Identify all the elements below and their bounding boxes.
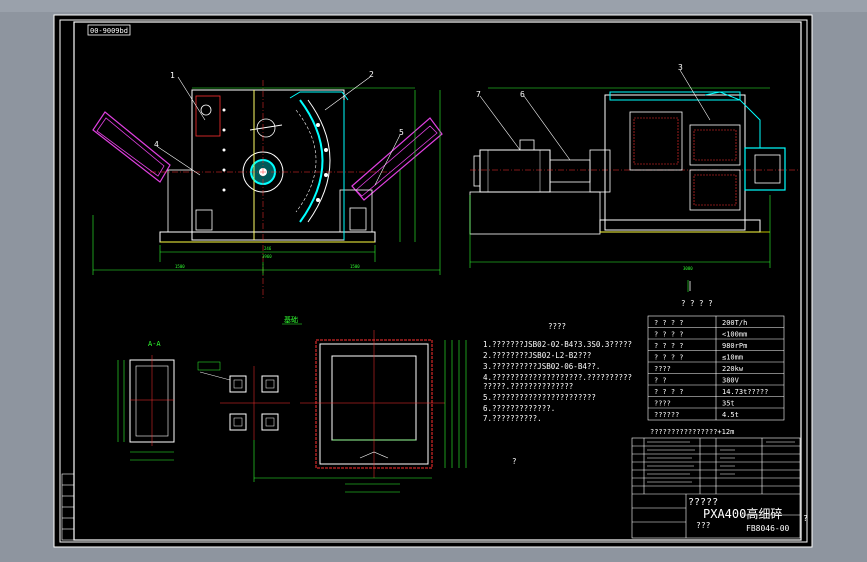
spec-value-6: 380V <box>722 377 740 385</box>
front-view: 1500 1500 3960 246 1 2 4 5 <box>92 70 443 300</box>
spec-label-6: ? ? <box>654 377 667 385</box>
revision-strip <box>61 473 75 541</box>
side-view: 3080 7 6 3 <box>469 63 800 292</box>
spec-value-7: 14.73t????? <box>722 388 768 396</box>
note-4: 4.????????????????????.?????????? <box>483 373 632 382</box>
spec-value-2: <100mm <box>722 331 747 339</box>
part-label-6: 6 <box>520 90 525 99</box>
spec-label-5: ???? <box>654 365 671 373</box>
frame-tag-box <box>87 24 131 36</box>
part-label-2: 2 <box>369 70 374 79</box>
part-label-4: 4 <box>154 140 159 149</box>
spec-label-8: ???? <box>654 400 671 408</box>
part-label-1: 1 <box>170 71 175 80</box>
spec-label-3: ? ? ? ? <box>654 342 684 350</box>
note-3: 3.??????????JSB02-06-B4??. <box>483 362 600 371</box>
title-block: ????? PXA400高细碎 ??? FB8046-00 ? <box>631 437 808 539</box>
title-question-marks: ????? <box>688 497 718 508</box>
part-label-3: 3 <box>678 63 683 72</box>
svg-text:246: 246 <box>264 246 272 251</box>
model-title: PXA400高细碎 <box>703 506 782 521</box>
title-side-mark: ? <box>803 514 808 523</box>
spec-label-4: ? ? ? ? <box>654 354 684 362</box>
note-7: 7.??????????. <box>483 414 542 423</box>
spec-value-5: 220kw <box>722 365 744 373</box>
note-2: 2.????????JSB02-L2-B2??? <box>483 351 591 360</box>
spec-value-1: 200T/h <box>722 319 747 327</box>
svg-text:1500: 1500 <box>350 264 360 269</box>
drawing-sheet <box>53 14 813 548</box>
spec-title: ? ? ? ? <box>681 299 713 308</box>
svg-text:1500: 1500 <box>175 264 185 269</box>
section-a-title: A-A <box>148 340 161 348</box>
viewport-top-strip <box>0 0 867 12</box>
spec-label-1: ? ? ? ? <box>654 319 684 327</box>
svg-text:3080: 3080 <box>683 266 693 271</box>
note-4-cont: ?????.?????????????? <box>483 382 573 391</box>
part-label-5: 5 <box>399 128 404 137</box>
spec-value-4: ≤10mm <box>722 354 743 362</box>
weight-line: ????????????????+12m <box>650 428 734 436</box>
frame-tag: 00-9009bd <box>90 27 128 35</box>
note-1: 1.???????JSB02-02-B4?3.3S0.3????? <box>483 340 632 349</box>
notes-title: ???? <box>548 322 566 331</box>
note-5: 5.??????????????????????? <box>483 393 596 402</box>
foundation-title: 基础 <box>284 315 298 324</box>
note-6: 6.?????????????. <box>483 404 555 413</box>
technical-notes: ???? 1.???????JSB02-02-B4?3.3S0.3????? 2… <box>483 322 632 466</box>
title-stamp: ??? <box>696 521 711 530</box>
drawing-border <box>73 21 802 541</box>
drawing-number: FB8046-00 <box>746 524 790 533</box>
spec-value-8: 35t <box>722 400 735 408</box>
spec-value-3: 980rPm <box>722 342 747 350</box>
spec-label-7: ? ? ? ? <box>654 388 684 396</box>
part-label-7: 7 <box>476 90 481 99</box>
spec-table: ? ? ? ? ? ? ? ? 200T/h ? ? ? ? <100mm ? … <box>647 299 785 436</box>
spec-label-9: ?????? <box>654 411 679 419</box>
foundation-views: 基础 A-A <box>117 315 467 493</box>
sheet-inner-border <box>59 19 808 543</box>
spec-label-2: ? ? ? ? <box>654 331 684 339</box>
spec-value-9: 4.5t <box>722 411 739 419</box>
stray-mark: ? <box>512 457 517 466</box>
svg-text:3960: 3960 <box>262 254 272 259</box>
